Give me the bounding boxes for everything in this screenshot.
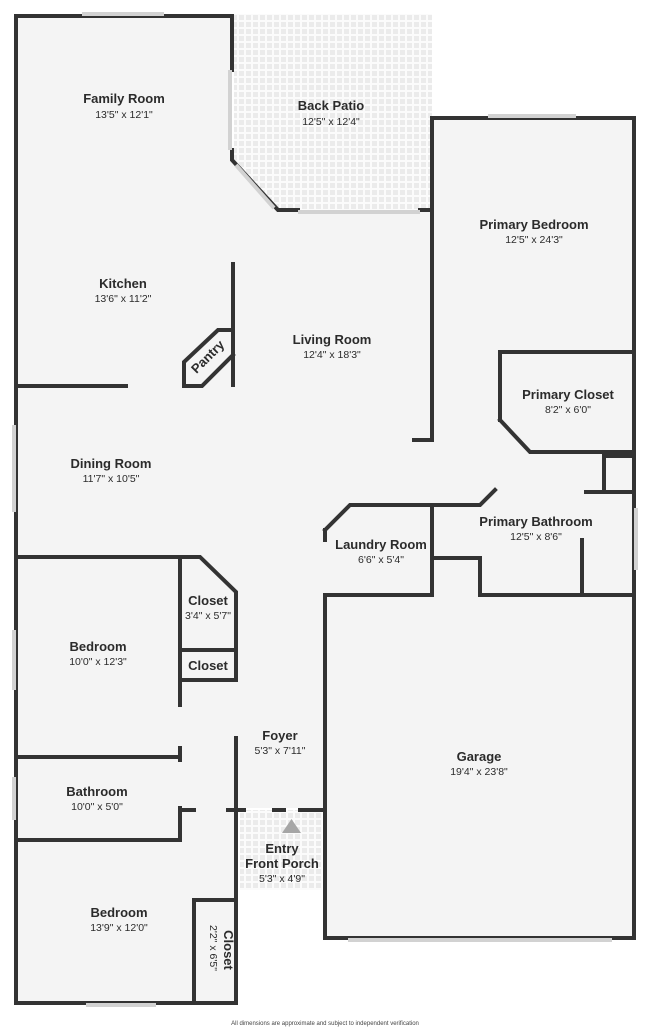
closet-1-dim: 3'4" x 5'7" <box>185 610 231 622</box>
entry-arrow-icon <box>282 819 301 833</box>
entry-name: Entry <box>265 841 299 856</box>
labels: Family Room 13'5" x 12'1" Back Patio 12'… <box>66 91 614 971</box>
laundry-room-name: Laundry Room <box>335 537 427 552</box>
bathroom-dim: 10'0" x 5'0" <box>71 801 123 813</box>
dining-room-dim: 11'7" x 10'5" <box>83 473 140 485</box>
primary-bathroom-name: Primary Bathroom <box>479 514 592 529</box>
bedroom-2-name: Bedroom <box>90 905 147 920</box>
primary-closet-name: Primary Closet <box>522 387 614 402</box>
back-patio-name: Back Patio <box>298 98 365 113</box>
closet-3-name: Closet <box>221 930 236 970</box>
disclaimer: All dimensions are approximate and subje… <box>231 1021 419 1027</box>
family-room-name: Family Room <box>83 91 165 106</box>
bedroom-2-dim: 13'9" x 12'0" <box>90 922 148 934</box>
front-porch-name: Front Porch <box>245 856 319 871</box>
windows <box>12 12 638 1007</box>
front-porch-dim: 5'3" x 4'9" <box>259 873 305 885</box>
primary-bathroom-dim: 12'5" x 8'6" <box>510 531 562 543</box>
back-patio-dim: 12'5" x 12'4" <box>302 116 360 128</box>
kitchen-dim: 13'6" x 11'2" <box>95 293 152 305</box>
primary-bedroom-name: Primary Bedroom <box>479 217 588 232</box>
closet-2-name: Closet <box>188 658 228 673</box>
closet-1-name: Closet <box>188 593 228 608</box>
kitchen-name: Kitchen <box>99 276 147 291</box>
laundry-room-dim: 6'6" x 5'4" <box>358 554 404 566</box>
closet-3-dim: 2'2" x 6'5" <box>207 925 219 971</box>
foyer-name: Foyer <box>262 728 297 743</box>
primary-bedroom-dim: 12'5" x 24'3" <box>505 234 563 246</box>
bedroom-1-name: Bedroom <box>69 639 126 654</box>
family-room-dim: 13'5" x 12'1" <box>95 109 153 121</box>
dining-room-name: Dining Room <box>71 456 152 471</box>
garage-dim: 19'4" x 23'8" <box>450 766 508 778</box>
living-room-name: Living Room <box>293 332 372 347</box>
bathroom-name: Bathroom <box>66 784 127 799</box>
back-patio-floor <box>234 14 432 210</box>
foyer-dim: 5'3" x 7'11" <box>255 745 306 757</box>
primary-closet-dim: 8'2" x 6'0" <box>545 404 591 416</box>
garage-name: Garage <box>457 749 502 764</box>
bedroom-1-dim: 10'0" x 12'3" <box>69 656 127 668</box>
living-room-dim: 12'4" x 18'3" <box>303 349 361 361</box>
front-porch-floor <box>240 810 322 890</box>
